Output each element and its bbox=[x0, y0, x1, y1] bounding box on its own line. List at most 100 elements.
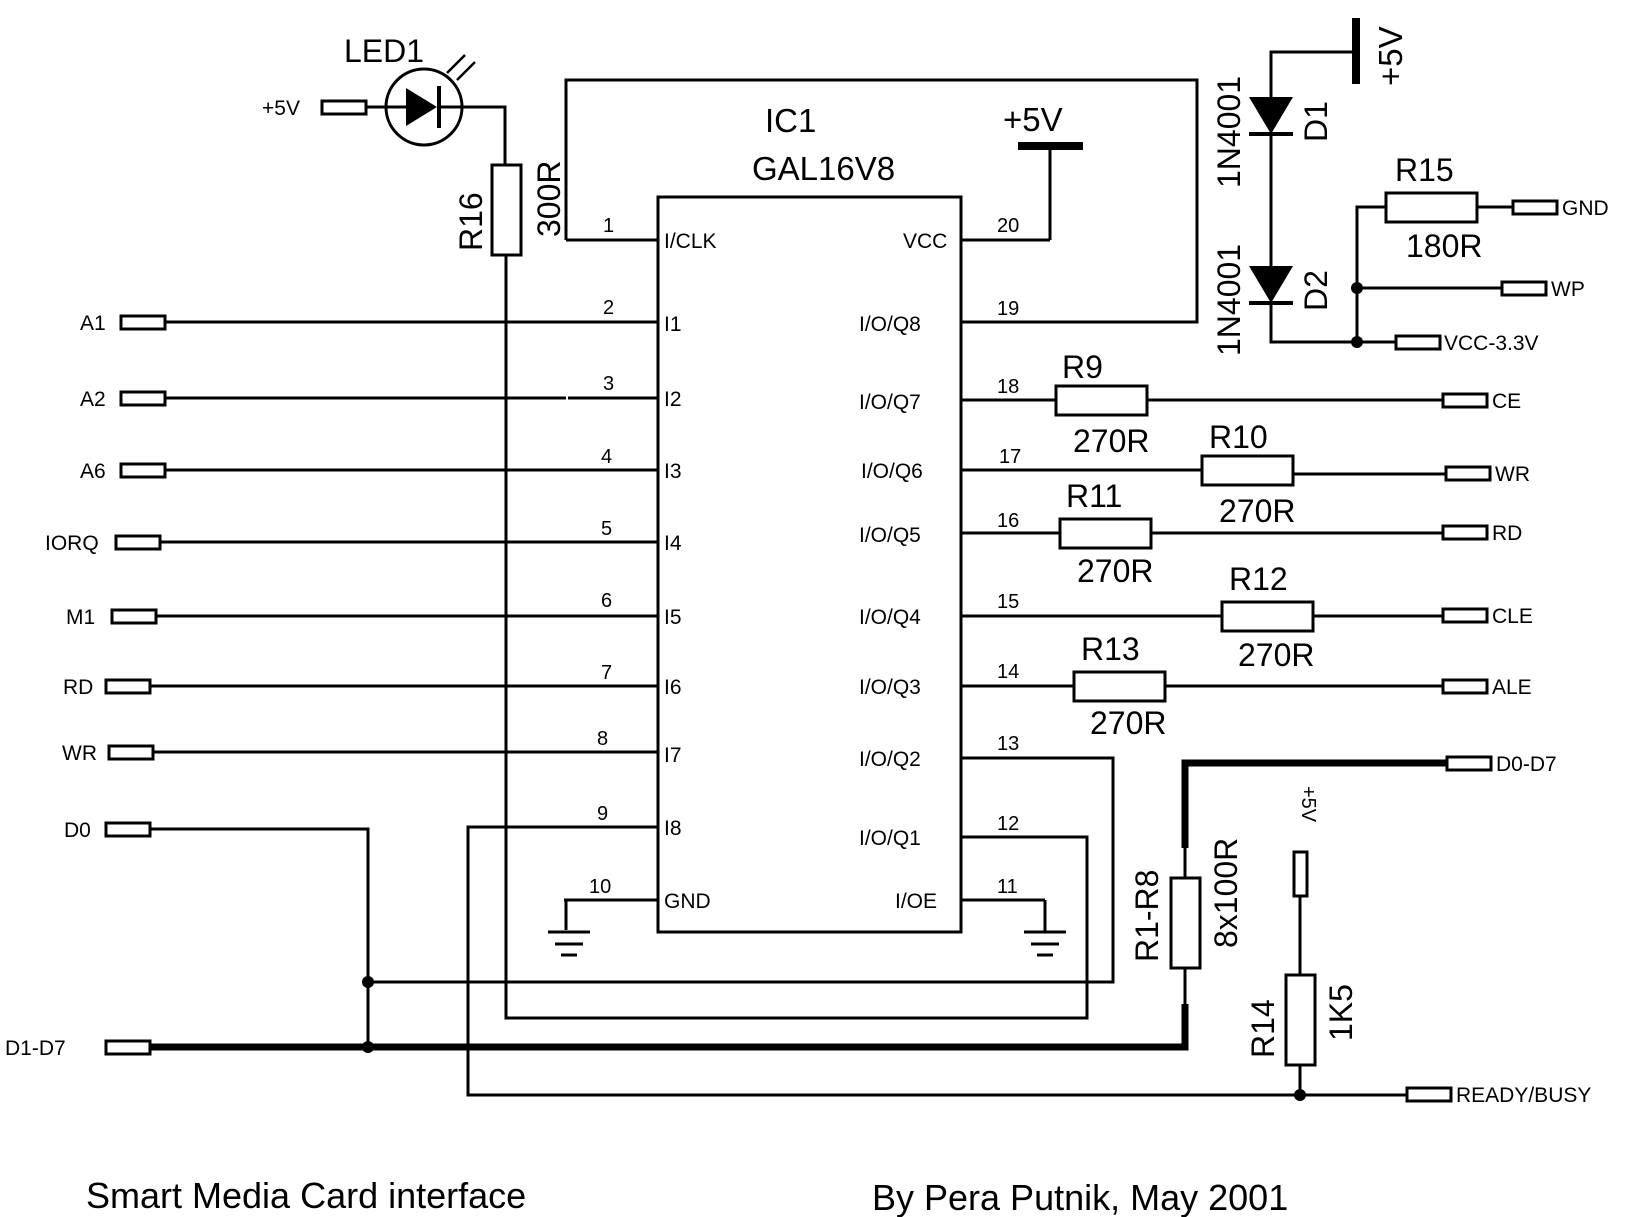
left-connector-labels: A1 A2 A6 IORQ M1 RD WR D0 D1-D7 bbox=[5, 312, 106, 1060]
resistor-ref: R12 bbox=[1229, 561, 1288, 597]
r14-pullup: +5V R14 1K5 bbox=[1245, 786, 1359, 1101]
pin-number: 14 bbox=[997, 661, 1019, 683]
resistor-ref: R15 bbox=[1395, 152, 1454, 188]
pin-name: I/O/Q3 bbox=[859, 676, 921, 699]
diode-supply-label: +5V bbox=[1372, 26, 1409, 86]
pin-name: I1 bbox=[664, 313, 682, 336]
ic1-left-pin-numbers: 1 2 3 4 5 6 7 8 9 10 bbox=[589, 215, 614, 898]
ic1-right-pin-stubs bbox=[961, 238, 1050, 902]
connector-a2[interactable] bbox=[119, 390, 167, 407]
pin-name: GND bbox=[664, 890, 711, 913]
d1-d7-bus bbox=[150, 1004, 1189, 1051]
connector-wr-in[interactable] bbox=[107, 744, 155, 761]
led-supply-label: +5V bbox=[262, 97, 300, 120]
pin-number: 16 bbox=[997, 510, 1019, 532]
right-connector-labels: CE WR RD CLE ALE D0-D7 READY/BUSY GND WP… bbox=[1444, 197, 1609, 1107]
footer-credit: By Pera Putnik, May 2001 bbox=[872, 1177, 1288, 1217]
pin-number: 10 bbox=[589, 876, 611, 898]
r11-resistor: R11 270R bbox=[961, 478, 1443, 589]
led-supply-pad[interactable] bbox=[320, 99, 368, 116]
resistor-value: 300R bbox=[531, 161, 567, 238]
connector-d1-d7[interactable] bbox=[104, 1039, 152, 1056]
right-connector-pads bbox=[1394, 199, 1559, 1103]
pin-number: 3 bbox=[603, 373, 614, 395]
pin-name: I8 bbox=[664, 817, 682, 840]
pin-name: I6 bbox=[664, 676, 682, 699]
pin-name: I/O/Q4 bbox=[859, 606, 921, 629]
connector-m1[interactable] bbox=[110, 608, 158, 625]
connector-label: RD bbox=[63, 676, 93, 699]
pin-number: 13 bbox=[997, 733, 1019, 755]
pin-name: I7 bbox=[664, 744, 682, 767]
pullup-supply-pad[interactable] bbox=[1292, 850, 1309, 898]
connector-label: ALE bbox=[1492, 676, 1532, 699]
ic1-left-pin-names: I/CLK I1 I2 I3 I4 I5 I6 I7 I8 GND bbox=[664, 230, 717, 913]
connector-label: D0-D7 bbox=[1496, 753, 1557, 776]
pin-number: 20 bbox=[997, 215, 1019, 237]
resistor-ref: R11 bbox=[1066, 478, 1122, 514]
led-ref: LED1 bbox=[344, 33, 424, 69]
connector-ready-busy[interactable] bbox=[1405, 1086, 1453, 1103]
pin-number: 11 bbox=[997, 876, 1018, 898]
ic1-vcc-supply: +5V bbox=[1003, 101, 1083, 240]
connector-ce[interactable] bbox=[1441, 392, 1489, 409]
r10-resistor: R10 270R bbox=[961, 419, 1446, 529]
connector-ale[interactable] bbox=[1441, 678, 1489, 695]
connector-iorq[interactable] bbox=[114, 534, 162, 551]
r9-resistor: R9 270R bbox=[961, 349, 1443, 459]
connector-wp[interactable] bbox=[1500, 280, 1548, 297]
connector-rd-in[interactable] bbox=[104, 678, 152, 695]
resistor-ref: R14 bbox=[1245, 999, 1281, 1058]
d0-q2-wire bbox=[368, 756, 1115, 984]
diode-part: 1N4001 bbox=[1211, 244, 1247, 356]
junction-dot bbox=[1294, 1089, 1306, 1101]
connector-label: D1-D7 bbox=[5, 1037, 66, 1060]
connector-gnd[interactable] bbox=[1511, 199, 1559, 216]
clk-q8-feedback-wire bbox=[564, 78, 1199, 324]
connector-label: RD bbox=[1492, 522, 1522, 545]
diode-chain: +5V 1N4001 D1 1N4001 D2 bbox=[1211, 18, 1409, 356]
ground-icon bbox=[548, 898, 590, 957]
junction-dot bbox=[1351, 282, 1363, 294]
diode-ref: D2 bbox=[1298, 270, 1334, 311]
pin-name: VCC bbox=[903, 230, 947, 253]
connector-rd-out[interactable] bbox=[1441, 524, 1489, 541]
r13-resistor: R13 270R bbox=[961, 631, 1443, 741]
connector-a6[interactable] bbox=[119, 462, 167, 479]
connector-label: READY/BUSY bbox=[1456, 1084, 1591, 1107]
connector-vcc-3v3[interactable] bbox=[1394, 334, 1442, 351]
pin-number: 15 bbox=[997, 591, 1019, 613]
resistor-value: 270R bbox=[1073, 423, 1150, 459]
pin-name: I/O/Q6 bbox=[861, 460, 923, 483]
pin-number: 17 bbox=[999, 446, 1021, 468]
connector-label: VCC-3.3V bbox=[1444, 332, 1539, 355]
connector-wr-out[interactable] bbox=[1444, 465, 1492, 482]
connector-a1[interactable] bbox=[119, 314, 167, 331]
resistor-value: 1K5 bbox=[1323, 984, 1359, 1041]
connector-label: A1 bbox=[80, 312, 106, 335]
pin-name: I2 bbox=[664, 388, 682, 411]
led1-circuit: +5V LED1 bbox=[262, 33, 507, 165]
pin-number: 7 bbox=[601, 662, 612, 684]
connector-cle[interactable] bbox=[1441, 607, 1489, 624]
pin-number: 18 bbox=[997, 376, 1019, 398]
resistor-ref: R1-R8 bbox=[1129, 870, 1165, 962]
supply-label: +5V bbox=[1003, 101, 1063, 138]
resistor-value: 270R bbox=[1090, 705, 1167, 741]
pin-name: I4 bbox=[664, 532, 682, 555]
pin-name: I/O/Q2 bbox=[859, 748, 921, 771]
connector-label: CE bbox=[1492, 390, 1521, 413]
resistor-value: 180R bbox=[1406, 228, 1483, 264]
pin-number: 6 bbox=[601, 590, 612, 612]
resistor-ref: R13 bbox=[1081, 631, 1140, 667]
connector-d0[interactable] bbox=[104, 821, 152, 838]
resistor-value: 270R bbox=[1238, 637, 1315, 673]
resistor-ref: R9 bbox=[1062, 349, 1103, 385]
ic1-right-pin-numbers: 20 19 18 17 16 15 14 13 12 11 bbox=[997, 215, 1021, 898]
connector-d0-d7[interactable] bbox=[1445, 755, 1493, 772]
pin-name: I3 bbox=[664, 460, 682, 483]
ic1-body bbox=[656, 195, 963, 934]
ic1-ref: IC1 bbox=[765, 102, 816, 139]
pin-number: 12 bbox=[997, 813, 1019, 835]
